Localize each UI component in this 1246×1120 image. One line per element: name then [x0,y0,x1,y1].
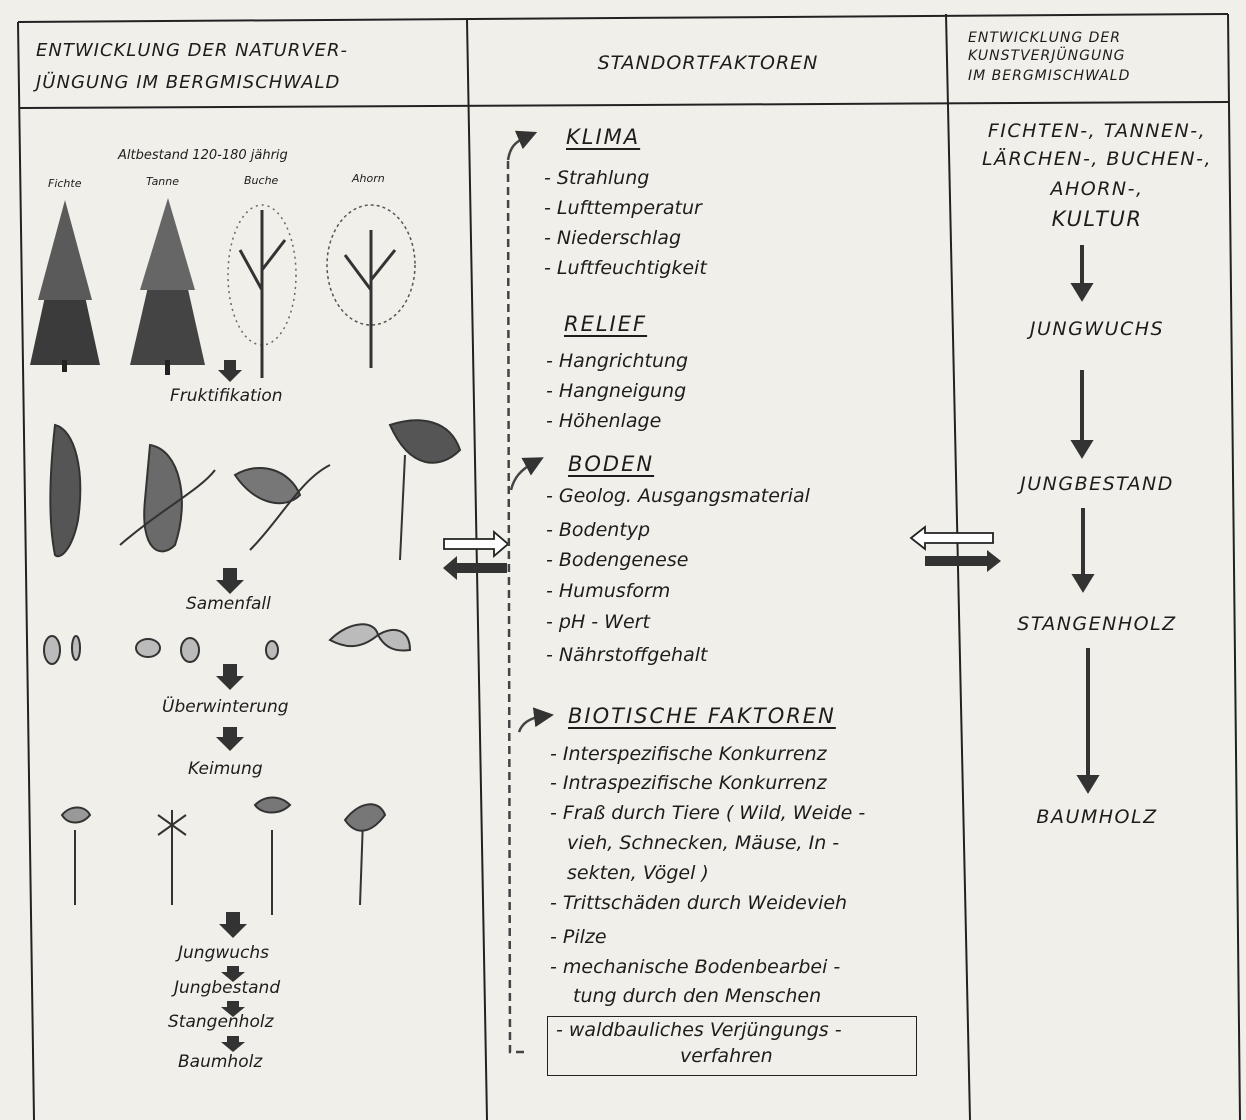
stage-stangenholz: Stangenholz [168,1012,274,1032]
left-exchange-arrows-icon [443,532,508,580]
group-title-biotische-faktoren: BIOTISCHE FAKTOREN [568,704,836,728]
species-label-tanne: Tanne [146,175,179,188]
factor-item: - Intraspezifische Konkurrenz [550,772,827,794]
boxed-factor-line2: verfahren [680,1045,773,1067]
stage-jungwuchs: Jungwuchs [178,943,269,963]
tree-buche-icon [228,205,296,378]
right-header-line1: ENTWICKLUNG DER [968,28,1218,48]
culture-line2: LÄRCHEN-, BUCHEN-, [972,148,1222,170]
factor-item: - Strahlung [544,167,649,189]
right-stage-stangenholz: STANGENHOLZ [972,613,1222,635]
group-title-klima: KLIMA [566,125,640,149]
right-header-line2: KUNSTVERJÜNGUNG [968,48,1218,64]
right-header-line3: IM BERGMISCHWALD [968,68,1218,84]
factor-item: - Hangrichtung [546,350,688,372]
factor-item: - Interspezifische Konkurrenz [550,743,827,765]
left-header-line1: ENTWICKLUNG DER NATURVER- [36,40,456,61]
stage-jungbestand: Jungbestand [174,978,280,998]
species-label-ahorn: Ahorn [352,172,385,185]
species-label-buche: Buche [244,174,278,187]
seedling-illustrations-icon [62,798,385,916]
group-title-boden: BODEN [568,452,654,476]
factor-item: - Bodentyp [546,519,650,541]
stage-fruktifikation: Fruktifikation [170,386,283,406]
tree-ahorn-icon [327,205,415,368]
group-title-relief: RELIEF [564,312,647,336]
factor-item: - pH - Wert [546,611,650,633]
factor-item: vieh, Schnecken, Mäuse, In - [567,832,839,854]
tree-tanne-icon [130,198,205,375]
factor-item: - Humusform [546,580,670,602]
factor-item: - Hangneigung [546,380,686,402]
boxed-factor-line1: - waldbauliches Verjüngungs - [556,1019,842,1041]
culture-line4: KULTUR [972,207,1222,231]
factor-item: - Höhenlage [546,410,661,432]
factor-item: - Nährstoffgehalt [546,644,707,666]
species-label-fichte: Fichte [48,177,81,190]
culture-line1: FICHTEN-, TANNEN-, [972,120,1222,142]
factor-item: sekten, Vögel ) [567,862,709,884]
factor-item: - Fraß durch Tiere ( Wild, Weide - [550,802,865,824]
right-stage-jungwuchs: JUNGWUCHS [972,318,1222,340]
factor-item: - Niederschlag [544,227,681,249]
tree-fichte-icon [30,200,100,372]
factor-item: tung durch den Menschen [573,985,821,1007]
left-header-line2: JÜNGUNG IM BERGMISCHWALD [36,72,456,93]
seed-illustrations-icon [44,624,410,664]
factor-item: - Lufttemperatur [544,197,702,219]
right-stage-baumholz: BAUMHOLZ [972,806,1222,828]
right-stage-jungbestand: JUNGBESTAND [972,473,1222,495]
factor-item: - Trittschäden durch Weidevieh [550,892,847,914]
stage-baumholz: Baumholz [178,1052,262,1072]
middle-header: STANDORTFAKTOREN [488,52,928,74]
factor-item: - Luftfeuchtigkeit [544,257,707,279]
feedback-dashed-line [508,136,544,1052]
stage-samenfall: Samenfall [186,594,271,614]
culture-line3: AHORN-, [972,178,1222,200]
right-exchange-arrows-icon [911,527,1001,572]
stage-ueberwinterung: Überwinterung [162,697,289,717]
stage-keimung: Keimung [188,759,263,779]
fruit-illustrations-icon [50,420,460,560]
factor-item: - Geolog. Ausgangsmaterial [546,485,810,507]
factor-item: - mechanische Bodenbearbei - [550,956,840,978]
stand-age-label: Altbestand 120-180 jährig [118,148,288,163]
factor-item: - Bodengenese [546,549,688,571]
factor-item: - Pilze [550,926,607,948]
